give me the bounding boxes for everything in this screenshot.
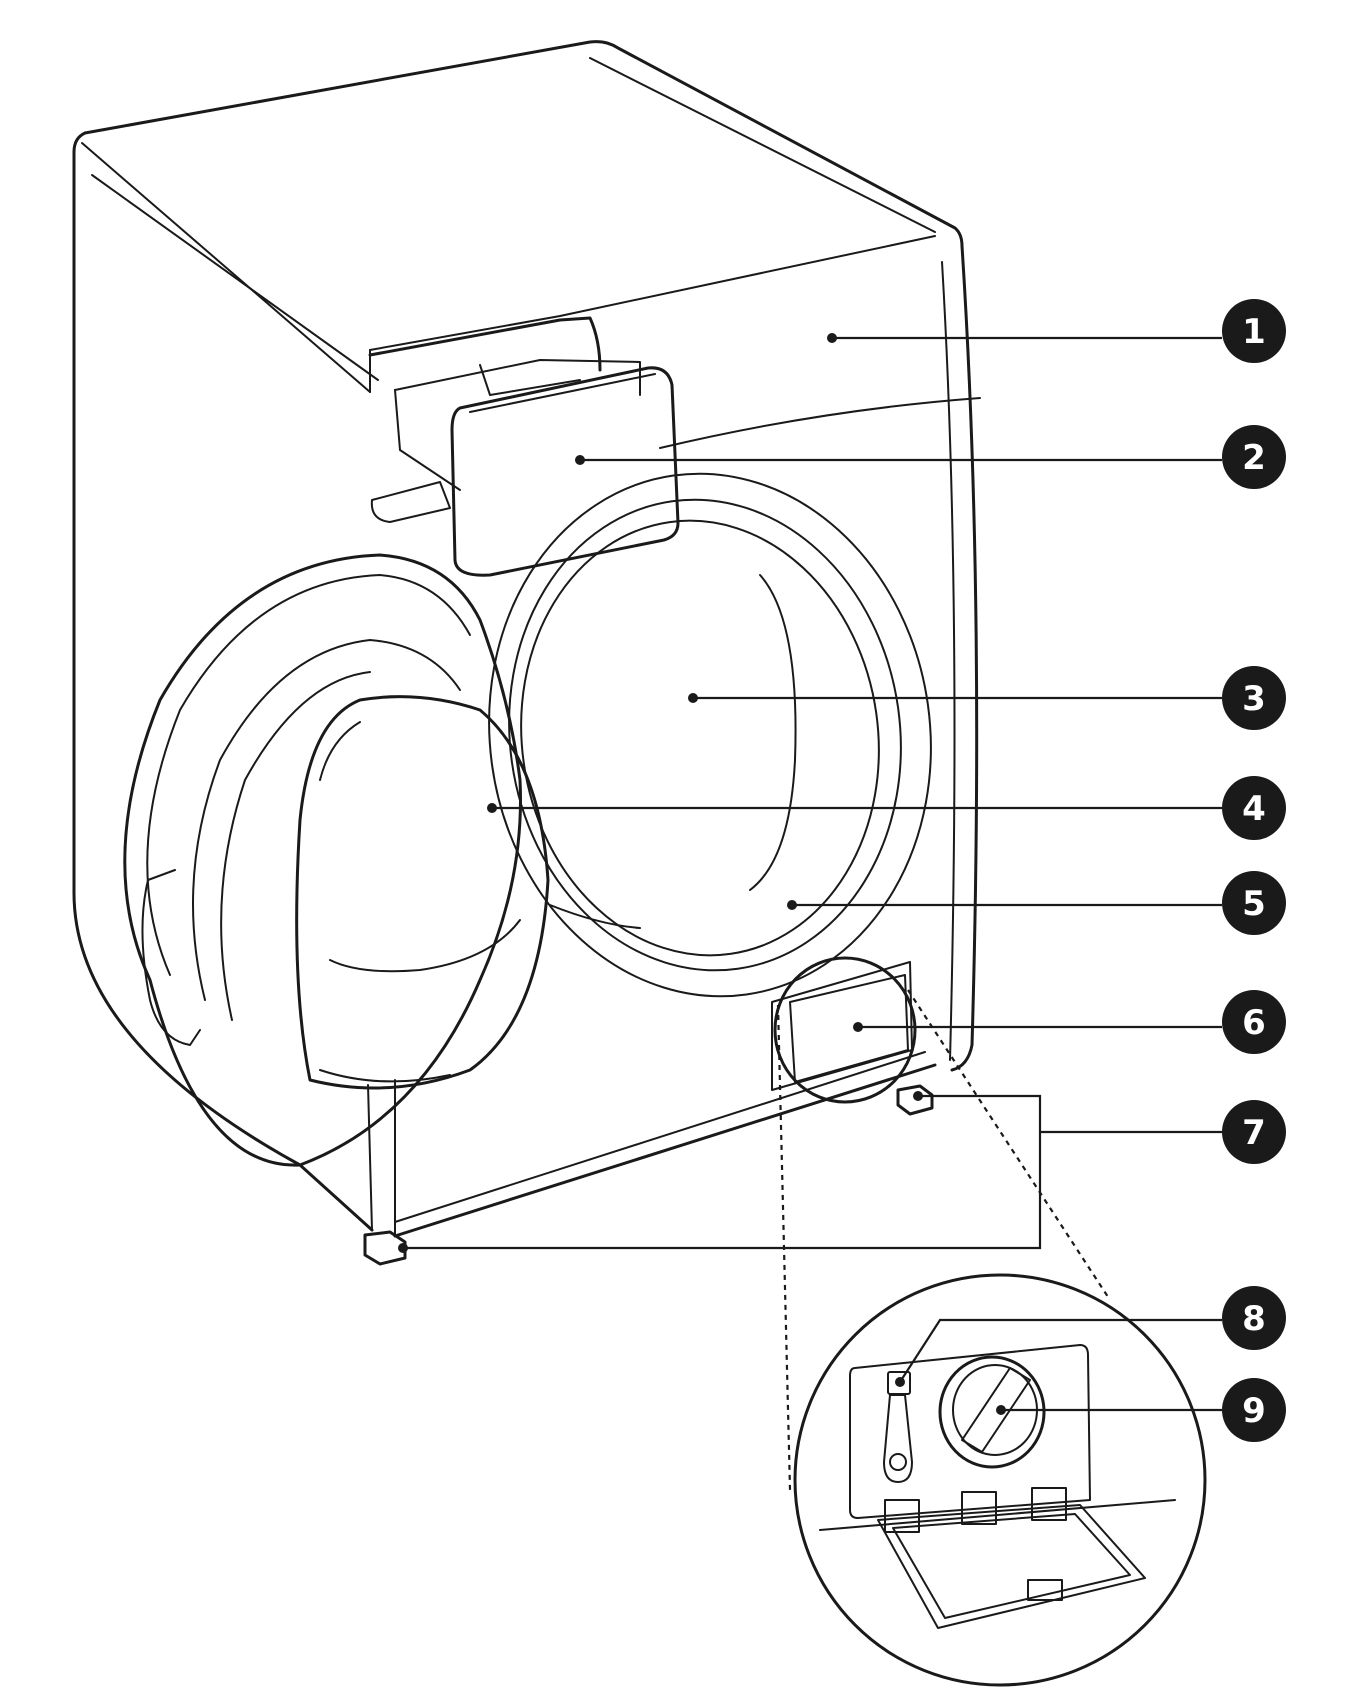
callout-2-label: 2 (1242, 438, 1266, 478)
callout-5-label: 5 (1242, 884, 1266, 924)
detergent-drawer (368, 316, 680, 577)
callout-3-label: 3 (1242, 679, 1266, 719)
callout-9-label: 9 (1242, 1391, 1266, 1431)
leader-dots (398, 333, 1006, 1415)
callout-1: 1 (1222, 299, 1286, 363)
callout-4-label: 4 (1242, 789, 1266, 829)
callout-8-label: 8 (1242, 1299, 1266, 1339)
callout-8: 8 (1222, 1286, 1286, 1350)
leveling-feet (363, 1084, 934, 1266)
filter-magnifier (773, 956, 917, 1104)
callout-3: 3 (1222, 666, 1286, 730)
callout-9: 9 (1222, 1378, 1286, 1442)
callout-2: 2 (1222, 425, 1286, 489)
callout-5: 5 (1222, 871, 1286, 935)
door (123, 553, 550, 1167)
zoom-guides (776, 989, 1111, 1491)
callout-6-label: 6 (1242, 1003, 1266, 1043)
callout-7: 7 (1222, 1100, 1286, 1164)
callout-7-label: 7 (1242, 1113, 1266, 1153)
washing-machine-body (72, 40, 981, 1238)
callout-6: 6 (1222, 990, 1286, 1054)
drum-opening (488, 472, 932, 998)
callout-1-label: 1 (1242, 312, 1266, 352)
leader-lines (403, 336, 1222, 1412)
callout-4: 4 (1222, 776, 1286, 840)
filter-detail-inset (793, 1273, 1207, 1687)
